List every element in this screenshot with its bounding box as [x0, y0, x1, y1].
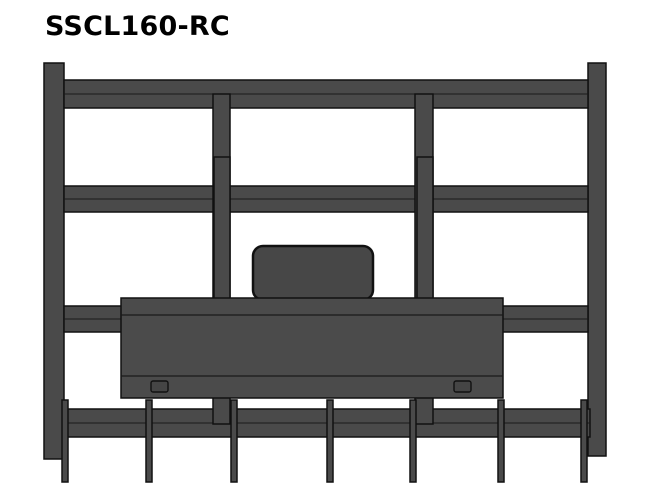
left-front-arm: [213, 156, 231, 300]
tine: [580, 399, 588, 483]
right-front-arm: [416, 156, 434, 300]
attach-plate: [120, 297, 504, 399]
right-slot: [453, 380, 472, 393]
left-slot: [150, 380, 169, 393]
model-title: SSCL160-RC: [45, 11, 230, 42]
right-vertical-post: [587, 62, 607, 457]
tine: [230, 399, 238, 483]
tine: [145, 399, 153, 483]
left-vertical-post: [43, 62, 65, 460]
tine: [326, 399, 334, 483]
attach-top-plate: [251, 244, 375, 302]
tine: [61, 399, 69, 483]
tine: [497, 399, 505, 483]
tine: [409, 399, 417, 483]
